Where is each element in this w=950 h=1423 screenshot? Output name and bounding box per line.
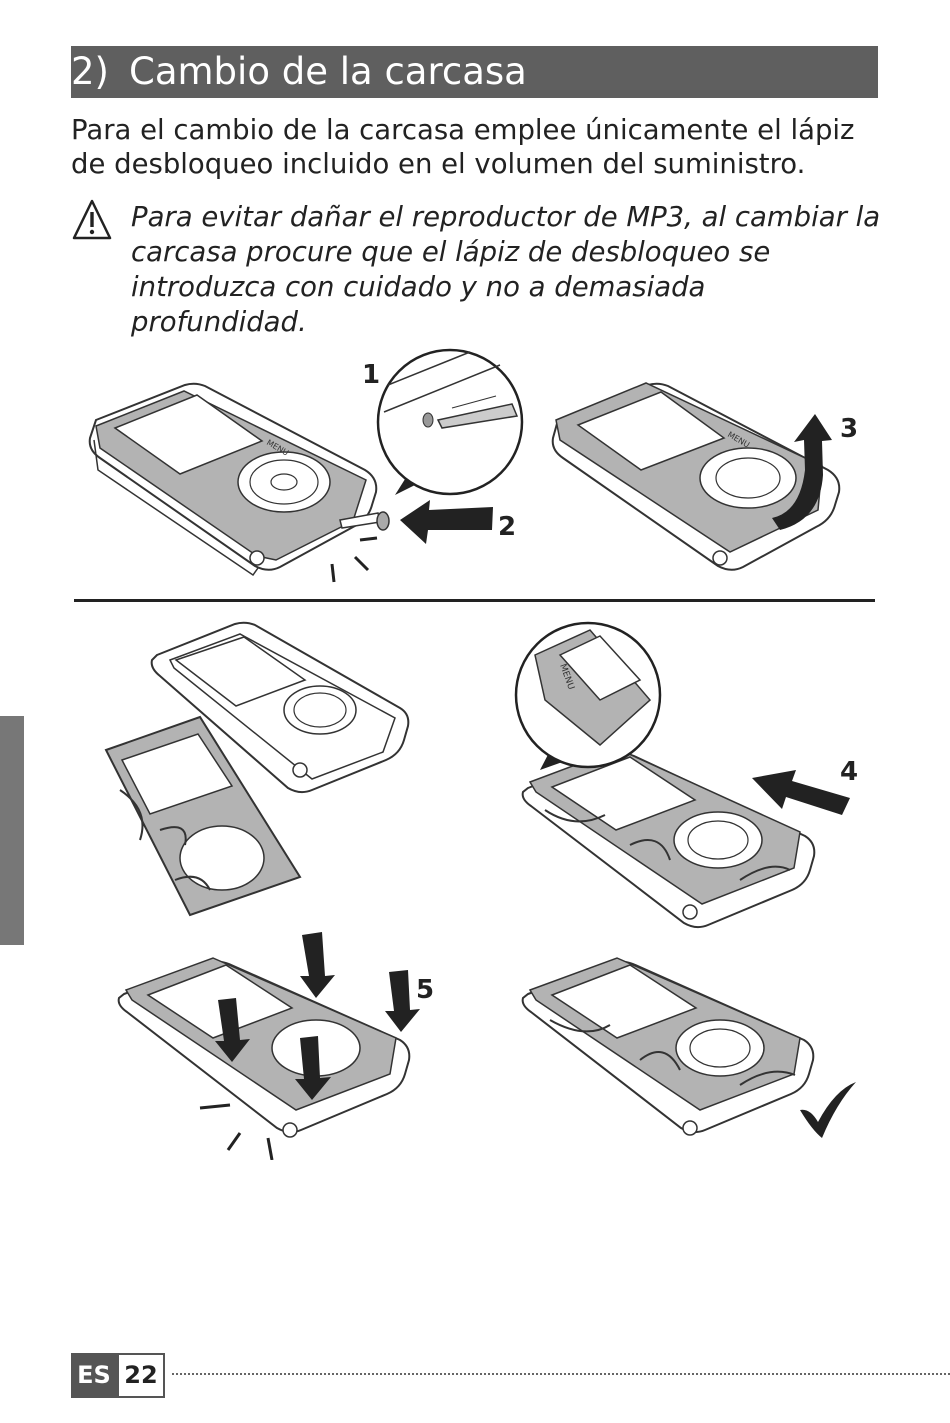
side-tab: [0, 716, 24, 945]
player-step-1: MENU: [88, 382, 493, 583]
step-2-label: 2: [498, 512, 516, 542]
section-divider: [74, 599, 875, 602]
footer-page-number: 22: [117, 1353, 165, 1398]
warning-triangle-icon: [72, 199, 112, 240]
step-1-label: 1: [362, 360, 380, 390]
player-frame-open: [150, 621, 410, 794]
section-number: 2): [71, 50, 109, 93]
section-heading: 2) Cambio de la carcasa: [71, 46, 878, 98]
loose-cover: [104, 715, 302, 917]
player-step-3: MENU: [551, 382, 841, 571]
section-title: Cambio de la carcasa: [129, 50, 527, 93]
player-finished: [521, 957, 815, 1136]
player-step-4: [521, 748, 850, 929]
footer-dotted-rule: [172, 1373, 950, 1375]
intro-paragraph: Para el cambio de la carcasa emplee únic…: [71, 114, 855, 180]
warning-text: Para evitar dañar el reproductor de MP3,…: [131, 201, 881, 338]
player-step-5: [117, 932, 420, 1160]
step-5-label: 5: [416, 975, 434, 1005]
checkmark-icon: [800, 1082, 856, 1138]
step-4-label: 4: [840, 757, 858, 787]
step-3-label: 3: [840, 414, 858, 444]
zoom-circle-step-1: [376, 348, 524, 496]
zoom-circle-step-4: MENU: [514, 621, 662, 770]
instruction-illustrations: MENU 1 2 MENU 3: [88, 348, 858, 1160]
footer-language: ES: [71, 1353, 117, 1398]
